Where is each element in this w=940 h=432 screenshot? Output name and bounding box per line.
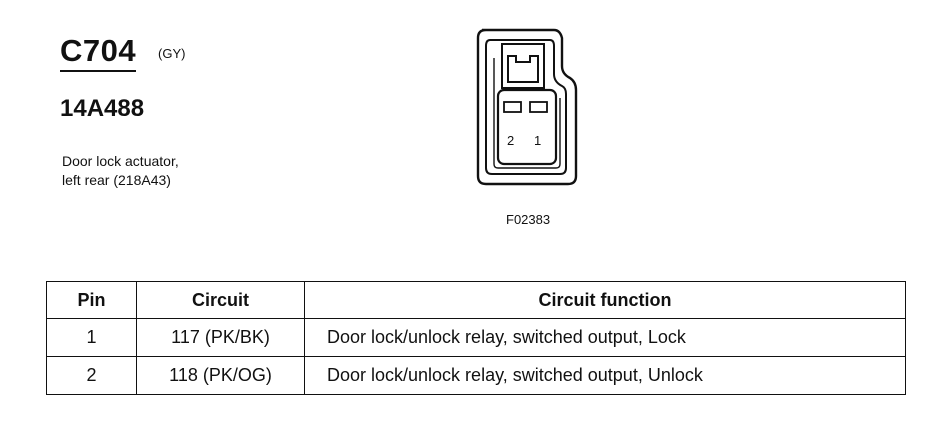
header-circuit-function: Circuit function [304,281,906,319]
cell-pin: 2 [46,356,137,395]
pin-label-2: 2 [507,133,514,148]
header-circuit: Circuit [136,281,305,319]
connector-face-svg: 2 1 [476,28,578,186]
table-header-row: Pin Circuit Circuit function [46,281,906,319]
cell-circuit: 117 (PK/BK) [136,318,305,357]
pin-table: Pin Circuit Circuit function 1 117 (PK/B… [46,281,906,395]
cell-circuit-function: Door lock/unlock relay, switched output,… [304,318,906,357]
pin-label-1: 1 [534,133,541,148]
part-number: 14A488 [60,95,145,122]
cell-circuit-function: Door lock/unlock relay, switched output,… [304,356,906,395]
figure-id: F02383 [506,212,551,227]
connector-color: (GY) [158,46,186,61]
pin-terminal-1 [529,101,548,113]
pin-terminal-2 [503,101,522,113]
table-row: 2 118 (PK/OG) Door lock/unlock relay, sw… [46,356,906,395]
description-line-1: Door lock actuator, [62,153,179,169]
header-pin: Pin [46,281,137,319]
connector-id: C704 [60,34,137,72]
latch-outer [501,43,545,89]
connector-housing-inner [485,39,567,175]
connector-face-diagram: 2 1 [468,18,586,190]
table-row: 1 117 (PK/BK) Door lock/unlock relay, sw… [46,318,906,357]
connector-housing-outer [476,28,578,186]
description-line-2: left rear (218A43) [62,172,171,188]
cell-circuit: 118 (PK/OG) [136,356,305,395]
cell-pin: 1 [46,318,137,357]
connector-description: Door lock actuator, left rear (218A43) [62,152,179,190]
pin-block [496,88,558,166]
latch-inner [507,55,539,83]
connector-housing-gap [493,58,561,169]
